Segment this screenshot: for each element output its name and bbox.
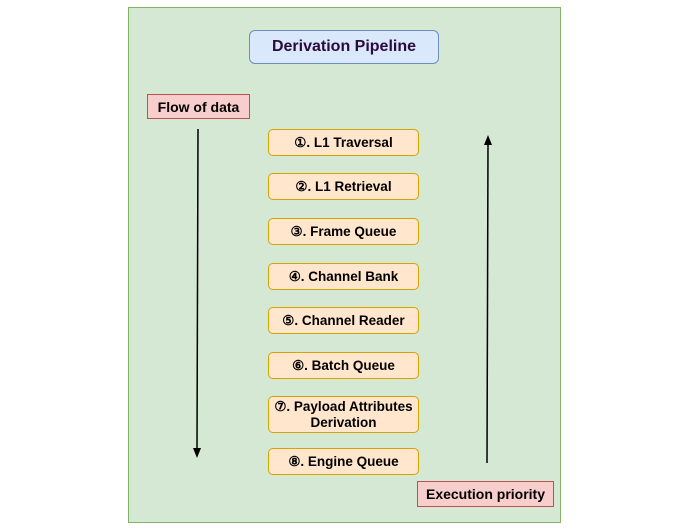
stage-l1-retrieval: ②. L1 Retrieval bbox=[268, 173, 419, 200]
stage-payload-attributes-derivation: ⑦. Payload Attributes Derivation bbox=[268, 396, 419, 433]
stage-channel-bank: ④. Channel Bank bbox=[268, 263, 419, 290]
stage-channel-reader: ⑤. Channel Reader bbox=[268, 307, 419, 334]
flow-of-data-label: Flow of data bbox=[147, 94, 250, 119]
execution-priority-label: Execution priority bbox=[417, 481, 554, 507]
stage-frame-queue: ③. Frame Queue bbox=[268, 218, 419, 245]
stage-engine-queue: ⑧. Engine Queue bbox=[268, 448, 419, 475]
stage-l1-traversal: ①. L1 Traversal bbox=[268, 129, 419, 156]
diagram-title: Derivation Pipeline bbox=[249, 30, 439, 64]
stage-batch-queue: ⑥. Batch Queue bbox=[268, 352, 419, 379]
flow-of-data-arrow bbox=[193, 128, 201, 458]
execution-priority-arrow bbox=[484, 135, 492, 464]
